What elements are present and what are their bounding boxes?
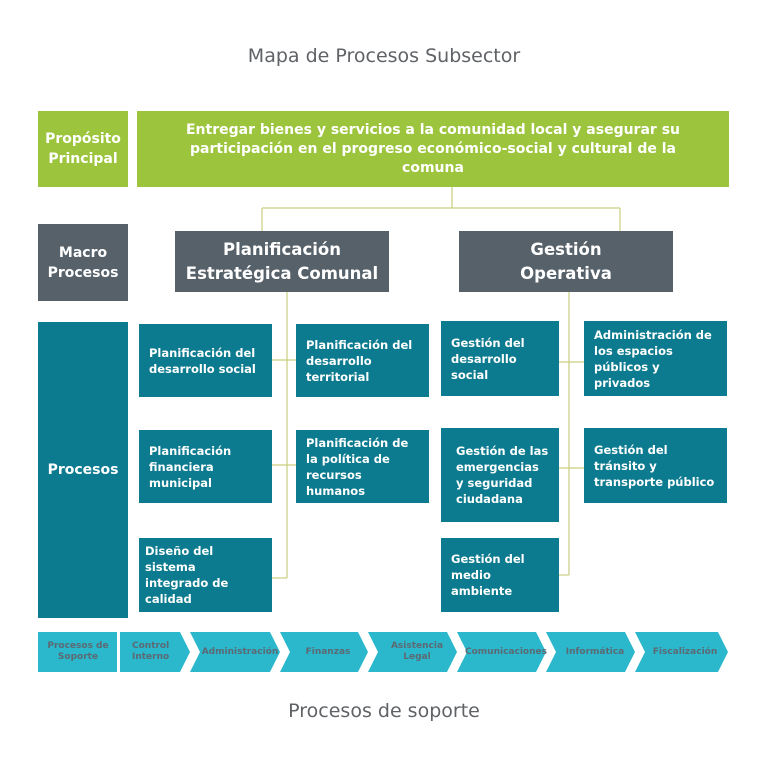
proceso-gestion-emergencias: Gestión de las emergencias y seguridad c… — [441, 428, 559, 522]
macro-planificacion: Planificación Estratégica Comunal — [175, 231, 389, 292]
macro-gestion: Gestión Operativa — [459, 231, 673, 292]
proceso-gestion-social: Gestión del desarrollo social — [441, 321, 559, 396]
chevron-comunicaciones — [457, 632, 546, 672]
support-label: Procesos de Soporte — [47, 641, 109, 662]
row-label-procesos: Procesos — [38, 322, 128, 618]
chevron-finanzas — [280, 632, 368, 672]
chevron-control-interno — [120, 632, 190, 672]
support-item-finanzas: Finanzas — [305, 646, 351, 657]
proceso-gestion-medio-ambiente: Gestión del medio ambiente — [441, 538, 559, 612]
proceso-planificacion-financiera: Planificación financiera municipal — [139, 430, 272, 503]
footer-caption: Procesos de soporte — [288, 700, 480, 722]
support-item-fiscalizacion: Fiscalización — [652, 646, 718, 657]
support-item-asistencia-legal: Asistencia Legal — [390, 641, 444, 662]
proceso-planificacion-rrhh: Planificación de la política de recursos… — [296, 430, 429, 503]
proceso-planificacion-social: Planificación del desarrollo social — [139, 324, 272, 397]
support-item-control-interno: Control Interno — [132, 641, 170, 662]
support-label-bg — [38, 632, 117, 672]
row-label-purpose: Propósito Principal — [38, 111, 128, 187]
chevron-asistencia-legal — [368, 632, 457, 672]
chevron-fiscalizacion — [635, 632, 728, 672]
proceso-administracion-espacios: Administración de los espacios públicos … — [584, 321, 727, 396]
support-item-informatica: Informática — [565, 646, 625, 657]
diagram-title: Mapa de Procesos Subsector — [247, 45, 521, 67]
chevron-informatica — [546, 632, 635, 672]
support-item-comunicaciones: Comunicaciones — [465, 646, 547, 657]
chevron-administracion — [190, 632, 280, 672]
proceso-diseno-calidad: Diseño del sistema integrado de calidad — [139, 538, 272, 612]
support-item-administracion: Administración — [201, 646, 279, 657]
proceso-planificacion-territorial: Planificación del desarrollo territorial — [296, 324, 429, 397]
proceso-gestion-transito: Gestión del tránsito y transporte públic… — [584, 428, 727, 503]
purpose-box: Entregar bienes y servicios a la comunid… — [137, 111, 729, 187]
row-label-macro: Macro Procesos — [38, 224, 128, 301]
